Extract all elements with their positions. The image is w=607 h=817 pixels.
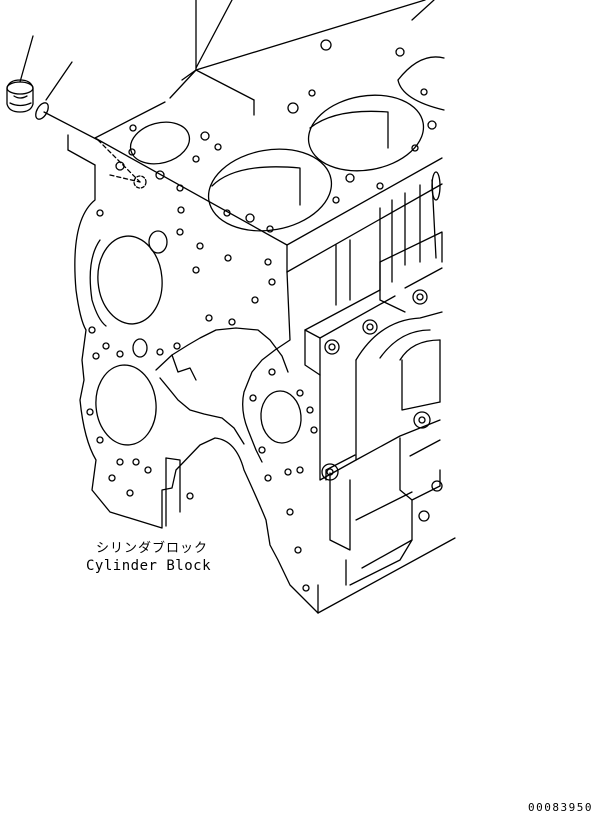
front-face — [74, 164, 319, 614]
o-ring-part — [35, 102, 49, 120]
drawing-number: 00083950 — [528, 801, 593, 814]
hidden-line — [109, 174, 141, 183]
top-deck — [67, 0, 445, 246]
plug-part — [6, 79, 34, 113]
part-name-jp: シリンダブロック — [96, 541, 209, 556]
part-name-en: Cylinder Block — [86, 558, 212, 574]
leader-lines — [19, 35, 141, 183]
side-face — [286, 171, 456, 614]
